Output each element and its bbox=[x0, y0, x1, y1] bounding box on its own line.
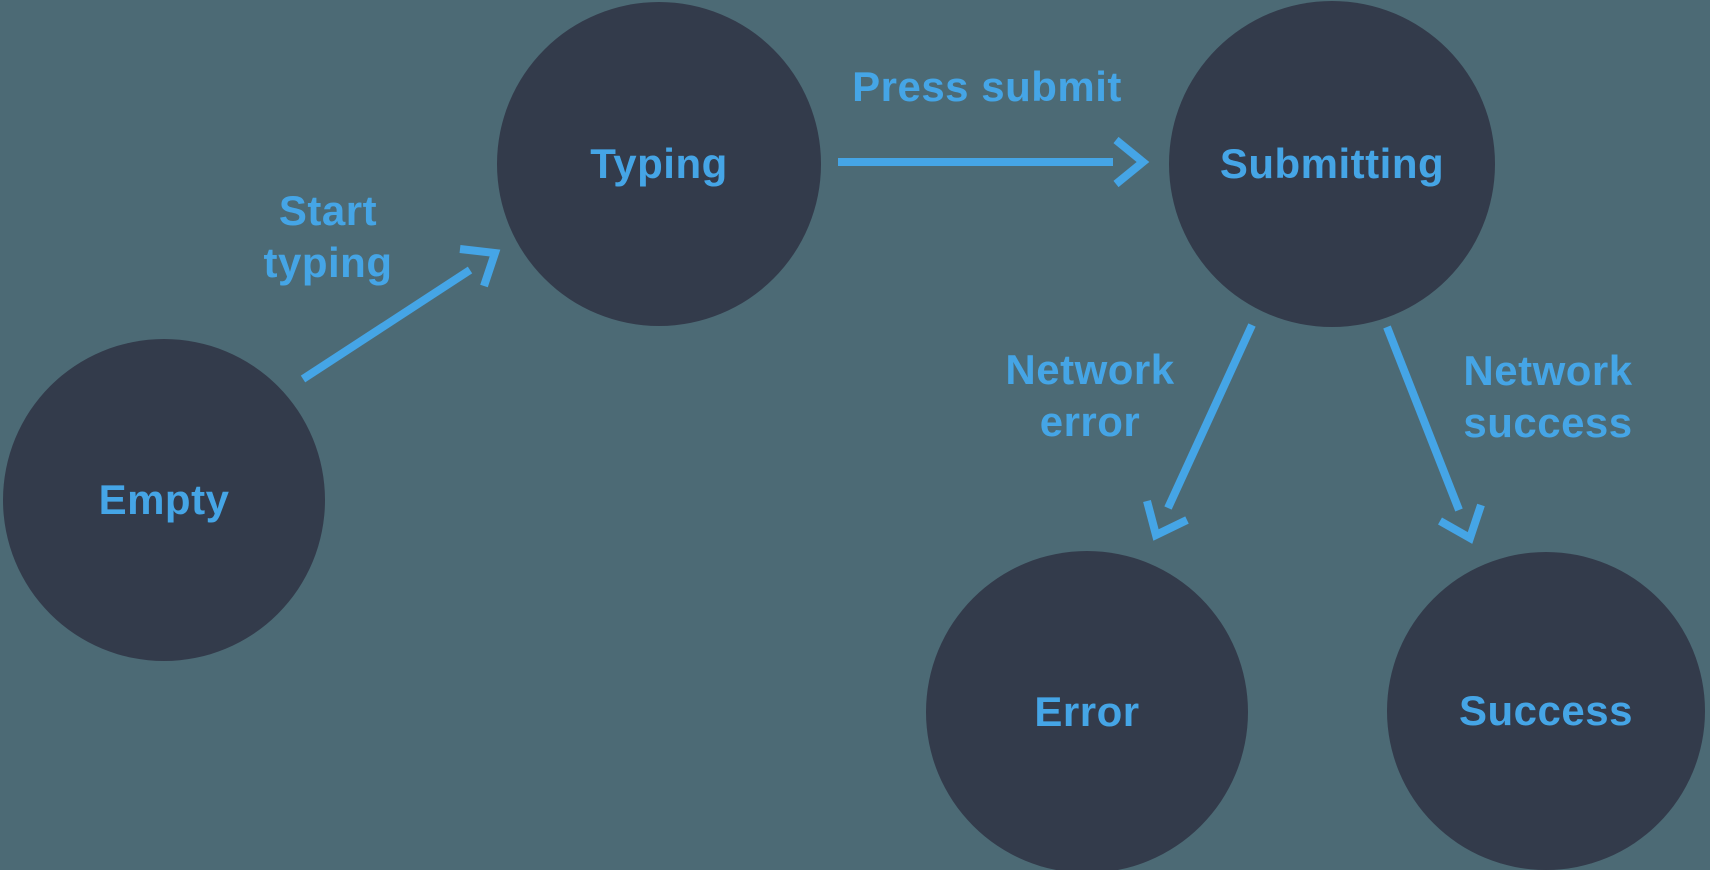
transition-label-network-success-line1: Network bbox=[1463, 347, 1633, 394]
state-label-success: Success bbox=[1459, 687, 1633, 734]
transition-label-press-submit: Press submit bbox=[807, 61, 1167, 113]
transition-label-start-typing-line2: typing bbox=[263, 239, 393, 286]
arrow-network-success-head bbox=[1438, 503, 1485, 544]
state-label-error: Error bbox=[1034, 688, 1140, 735]
transition-label-network-success: Network success bbox=[1398, 345, 1698, 449]
transition-label-start-typing: Start typing bbox=[178, 185, 478, 289]
state-node-typing: Typing bbox=[497, 2, 821, 326]
state-label-empty: Empty bbox=[98, 476, 230, 523]
state-node-empty: Empty bbox=[3, 339, 325, 661]
arrow-network-error-head bbox=[1143, 499, 1189, 541]
transition-label-network-error-line1: Network bbox=[1005, 346, 1175, 393]
arrow-press-submit-head bbox=[1113, 136, 1150, 188]
transition-label-press-submit-line1: Press submit bbox=[852, 63, 1122, 110]
state-node-error: Error bbox=[926, 551, 1248, 870]
state-label-submitting: Submitting bbox=[1219, 140, 1445, 187]
transition-label-network-error-line2: error bbox=[1039, 398, 1141, 445]
arrow-press-submit bbox=[838, 136, 1150, 188]
state-node-success: Success bbox=[1387, 552, 1705, 870]
state-label-typing: Typing bbox=[590, 140, 728, 187]
transition-label-network-error: Network error bbox=[940, 344, 1240, 448]
transition-label-network-success-line2: success bbox=[1463, 399, 1633, 446]
state-node-submitting: Submitting bbox=[1169, 1, 1495, 327]
transition-label-start-typing-line1: Start bbox=[278, 187, 378, 234]
